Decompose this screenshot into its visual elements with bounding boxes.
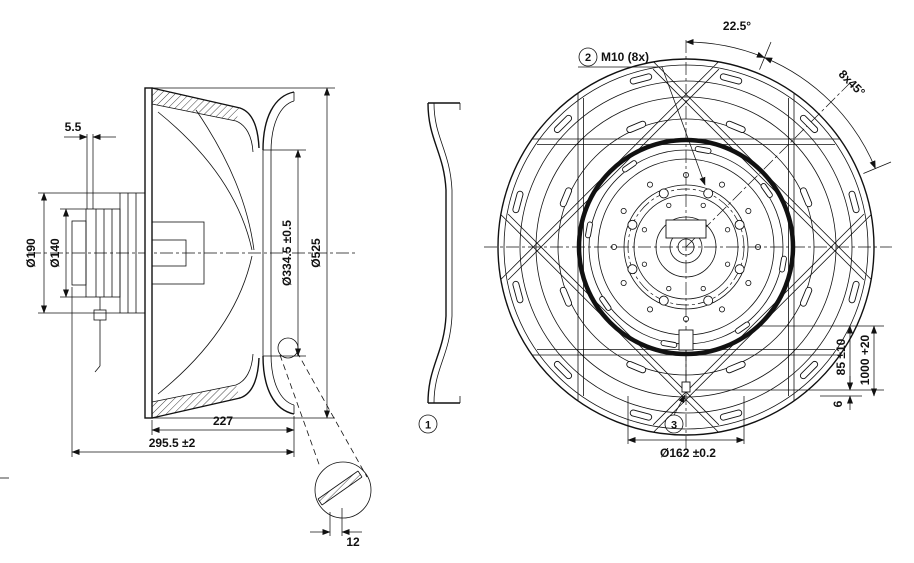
dim-5-5: 5.5 [64,120,116,209]
dim-85-label: 85 ±10 [834,338,848,375]
bolt-circle-centerline [627,188,745,306]
cable-exit-front [678,329,694,351]
dim-dia190: Ø190 [24,192,120,314]
dim-cable-group: 85 ±10 1000 +20 6 [695,325,884,410]
callout-2-number: 2 [585,52,591,64]
impeller-front-circles [497,58,875,436]
motor-front [611,171,761,393]
callout-1: 1 [418,414,438,434]
dim-dia525-label: Ø525 [309,238,323,268]
callout-1-number: 1 [425,420,431,432]
dim-295: 295.5 ±2 [71,287,295,457]
front-view: 22.5° 8x45° 2 M10 (8x) 85 ±10 1000 +20 [484,19,892,460]
motor-side [71,192,146,373]
dim-227-label: 227 [213,414,233,428]
impeller-backplate [144,87,153,419]
inlet-ring-side [262,91,295,415]
cable-gland-side [93,309,107,321]
dim-6-label: 6 [831,400,845,407]
detail-magnified-circle [314,461,372,519]
detail-view: 12 [277,337,372,549]
side-view: 5.5 Ø190 Ø140 Ø334.5 ±0.5 Ø5 [24,87,372,549]
angle-8x45-label: 8x45° [836,67,868,99]
callout-1-balloon [418,414,438,434]
blade-outlines-side [157,109,255,395]
callout-2-balloon [578,47,598,67]
nameplate [665,219,707,239]
dim-295-label: 295.5 ±2 [149,436,196,450]
detail-source-circle [277,337,299,359]
dim-dia190-label: Ø190 [24,238,38,268]
impeller-shroud [151,87,260,419]
hub-side [151,221,205,285]
dim-dia525: Ø525 [152,87,335,419]
cable-end [681,381,691,393]
callout-3: 3 [664,394,686,434]
dim-angle-8x45: 8x45° [763,57,892,174]
angle-22-5-label: 22.5° [723,19,751,33]
dim-angle-22-5: 22.5° [685,19,772,70]
detail-dim-12-label: 12 [346,535,360,549]
inlet-ring-view: 1 [418,102,461,434]
dim-dia162-label: Ø162 ±0.2 [660,446,716,460]
callout-2: 2 M10 (8x) [578,47,706,186]
callout-3-number: 3 [671,420,677,432]
bolt-spec-label: M10 (8x) [601,50,649,64]
dim-227: 227 [151,414,295,457]
dim-dia334-label: Ø334.5 ±0.5 [280,220,294,286]
dim-dia140: Ø140 [48,208,86,298]
dim-1000-label: 1000 +20 [858,334,872,385]
front-centerline-45 [685,81,852,248]
dim-dia162: Ø162 ±0.2 [627,396,745,460]
dim-dia140-label: Ø140 [48,238,62,268]
dim-5-5-label: 5.5 [65,120,82,134]
